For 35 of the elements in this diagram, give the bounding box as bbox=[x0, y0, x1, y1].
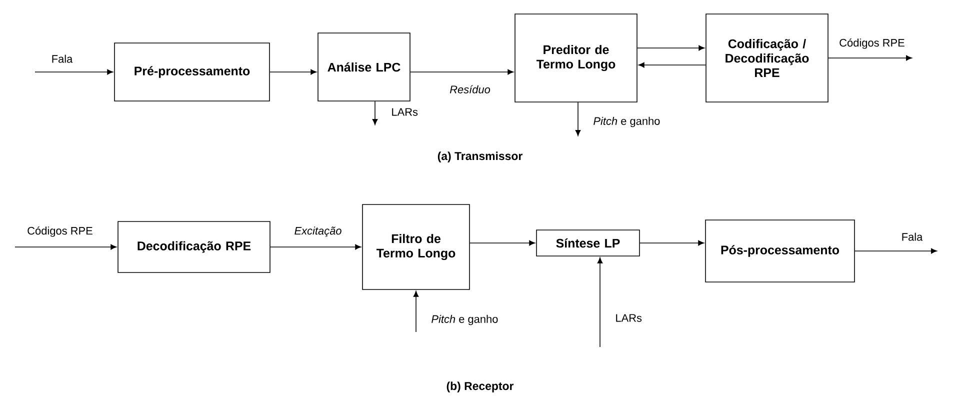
arrow bbox=[372, 101, 378, 125]
arrow bbox=[854, 248, 937, 254]
process-box: Preditor de Termo Longo bbox=[514, 14, 638, 102]
edge-label: Pitch e ganho bbox=[430, 314, 500, 326]
arrow bbox=[270, 244, 362, 250]
arrow bbox=[638, 62, 706, 68]
arrow bbox=[640, 240, 704, 246]
edge-label: Fala bbox=[50, 54, 74, 64]
arrow bbox=[470, 240, 536, 246]
arrow bbox=[270, 69, 317, 75]
process-box: Filtro de Termo Longo bbox=[362, 204, 470, 290]
panel-caption: (a) Transmissor bbox=[438, 152, 522, 162]
process-box: Síntese LP bbox=[536, 230, 640, 256]
panel-caption: (b) Receptor bbox=[446, 382, 514, 392]
process-box: Codificação / Decodificação RPE bbox=[706, 14, 828, 102]
edge-label: Resíduo bbox=[448, 84, 492, 94]
edge-label: Pitch e ganho bbox=[592, 116, 662, 128]
edge-label: Códigos RPE bbox=[26, 225, 94, 238]
edge-label: LARs bbox=[614, 313, 643, 323]
edge-label: Fala bbox=[900, 232, 924, 242]
arrow bbox=[637, 45, 705, 51]
arrow bbox=[828, 55, 912, 61]
arrow bbox=[413, 290, 419, 332]
arrow bbox=[34, 69, 114, 75]
arrow bbox=[597, 257, 603, 348]
process-box: Pós-processamento bbox=[705, 220, 855, 282]
process-box: Decodificação RPE bbox=[118, 221, 270, 273]
process-box: Análise LPC bbox=[318, 32, 410, 102]
process-box: Pré-processamento bbox=[114, 42, 270, 102]
edge-label: LARs bbox=[390, 107, 419, 117]
edge-label: Códigos RPE bbox=[838, 37, 906, 50]
arrow bbox=[14, 244, 117, 250]
arrow bbox=[410, 69, 514, 75]
edge-label: Excitação bbox=[293, 226, 343, 238]
arrow bbox=[575, 102, 581, 136]
